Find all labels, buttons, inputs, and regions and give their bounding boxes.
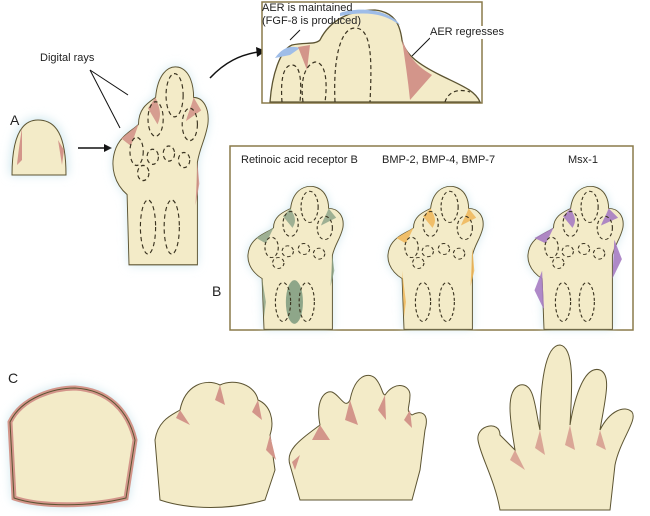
- hand-msx: [527, 185, 624, 330]
- label-aer-maintained: AER is maintained: [262, 2, 353, 14]
- stage-paddle: [7, 385, 138, 508]
- label-bmp: BMP-2, BMP-4, BMP-7: [382, 154, 496, 166]
- hand-plate-a: [112, 66, 209, 266]
- stage-digits-forming: [288, 374, 427, 501]
- leader-regresses: [411, 37, 431, 57]
- panel-label-a: A: [10, 112, 20, 128]
- label-retinoic: Retinoic acid receptor B: [241, 154, 358, 166]
- stage-notched: [154, 381, 276, 508]
- limb-bud: [10, 118, 68, 176]
- panel-label-c: C: [8, 370, 19, 386]
- aer-inset: [261, 1, 483, 104]
- panel-label-b: B: [212, 283, 222, 299]
- label-msx: Msx-1: [568, 154, 598, 166]
- hand-retinoic: [247, 185, 344, 330]
- hand-bmp: [387, 185, 484, 330]
- stage-digits-separated: [477, 344, 634, 511]
- label-digital-rays: Digital rays: [40, 52, 95, 64]
- label-aer-regresses: AER regresses: [430, 26, 504, 39]
- label-fgf8: (FGF-8 is produced): [262, 15, 362, 27]
- leader-maintained: [289, 29, 301, 41]
